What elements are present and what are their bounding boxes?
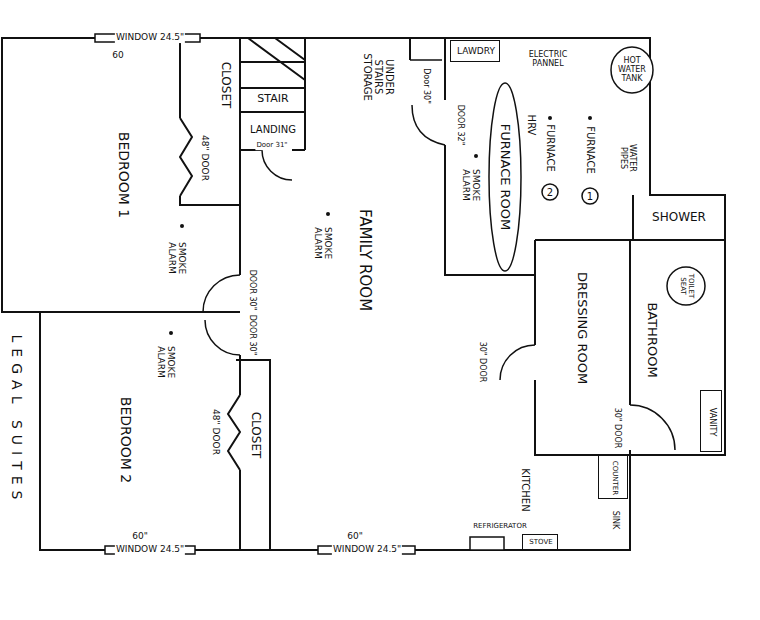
room-area: BATHROOMTOILET SEATVANITY [630,240,725,455]
ellipse-outline [489,83,521,271]
room-name: TOILET SEAT [678,269,693,303]
room-name: LANDING [246,124,300,135]
plan-label: SINK [611,510,620,531]
plan-label: 48" DOOR [210,408,220,456]
plan-label: Door 30" [422,67,431,105]
room-name: BEDROOM 2 [117,373,132,507]
ellipse-outline [667,267,705,305]
room-name: 1 [584,191,596,202]
room-oval: FURNACE ROOM [488,82,522,272]
alarm-dot [326,212,330,216]
vanity-box: VANITY [700,390,722,452]
toilet-circle: TOILET SEAT [666,266,706,306]
tank-circle: HOT WATER TANK [610,46,654,94]
room-name: COUNTER [610,459,618,497]
door-swing [203,275,240,312]
stove-box: STOVE [522,534,558,550]
room-name: CLOSET [248,403,261,467]
stair-area: STAIR [243,90,303,108]
ellipse-outline [582,188,598,204]
door-swing [500,345,535,380]
plan-label: SMOKE ALARM [155,338,175,386]
plan-label: WINDOW 24.5" [332,545,402,555]
stair-lines [240,38,305,150]
storage-area: UNDER STAIRS STORAGE [350,42,405,112]
outer-wall [2,38,725,550]
room-name: SHOWER [639,211,719,224]
room-area: FAMILY ROOM [345,180,385,340]
plan-label: DOOR 30" [248,314,257,357]
counter-box: COUNTER [598,455,628,499]
plan-label: 60" [346,532,364,542]
number-circle: 2 [541,183,559,201]
window [105,546,195,554]
plan-label: 60" [131,532,149,542]
plan-label: SMOKE ALARM [166,234,186,282]
room-name: VANITY [708,394,717,450]
door-swing [262,150,292,180]
room-name: CLOSET [218,48,231,122]
plan-label: ELECTRIC PANNEL [517,51,579,69]
plan-label: FURNACE [545,123,556,172]
plan-label: LEGAL SUITES [8,334,23,507]
laundry-box: LAWDRY [450,40,500,62]
plan-label: 30" DOOR [613,407,622,450]
room-name: FAMILY ROOM [357,183,374,337]
room-name: FURNACE ROOM [498,85,512,269]
plan-label: 30" DOOR [478,341,487,384]
landing-area: LANDING [243,118,303,140]
closet-area: CLOSET [243,400,267,470]
room-name: UNDER STAIRS STORAGE [361,45,394,109]
plan-label: Door 31" [255,142,288,150]
plan-label: WATER PIPES [618,137,636,179]
bifold-door [180,118,192,196]
alarm-dot [180,224,184,228]
plan-label: HRV [526,114,537,137]
plan-label: REFRIGERATOR [472,523,528,531]
plan-label: SMOKE ALARM [460,161,480,209]
room-name: STAIR [246,93,300,105]
interior-wall [2,38,270,550]
room-name: STOVE [526,539,556,547]
room-area: BEDROOM 2 [105,370,145,510]
number-circle: 1 [581,187,599,205]
room-area: DRESSING ROOM [557,265,607,390]
window [95,34,200,42]
alarm-dot [474,154,478,158]
door-swing [630,405,675,450]
plan-label: WINDOW 24.5" [115,545,185,555]
window [318,546,415,554]
room-name: LAWDRY [454,47,498,57]
alarm-dot [169,331,173,335]
ellipse-outline [542,184,558,200]
room-area: BEDROOM 1 [100,100,145,250]
shower-area: SHOWER [636,202,722,234]
plan-label: FURNACE [585,125,596,174]
room-name: BATHROOM [645,236,659,445]
plan-label: DOOR 32" [456,104,465,147]
refrigerator-box [470,537,504,550]
interior-wall [410,38,725,455]
plan-label: 48" DOOR [199,134,209,182]
room-name: 2 [544,187,556,198]
room-name: DRESSING ROOM [575,268,589,387]
door-leaf [410,59,442,61]
plan-label: KITCHEN [520,467,531,512]
bifold-door [228,395,240,470]
furnace-dot [548,116,552,120]
ellipse-outline [611,47,653,93]
plan-label: SMOKE ALARM [312,219,332,267]
door-swing [205,320,240,355]
furnace-dot [588,116,592,120]
plan-label: 60 [111,51,124,61]
door-swing [412,105,445,145]
room-name: HOT WATER TANK [613,57,651,83]
room-name: BEDROOM 1 [115,103,130,247]
plan-label: WINDOW 24.5" [115,33,185,43]
closet-area: CLOSET [212,45,238,125]
plan-label: DOOR 30" [248,269,257,312]
